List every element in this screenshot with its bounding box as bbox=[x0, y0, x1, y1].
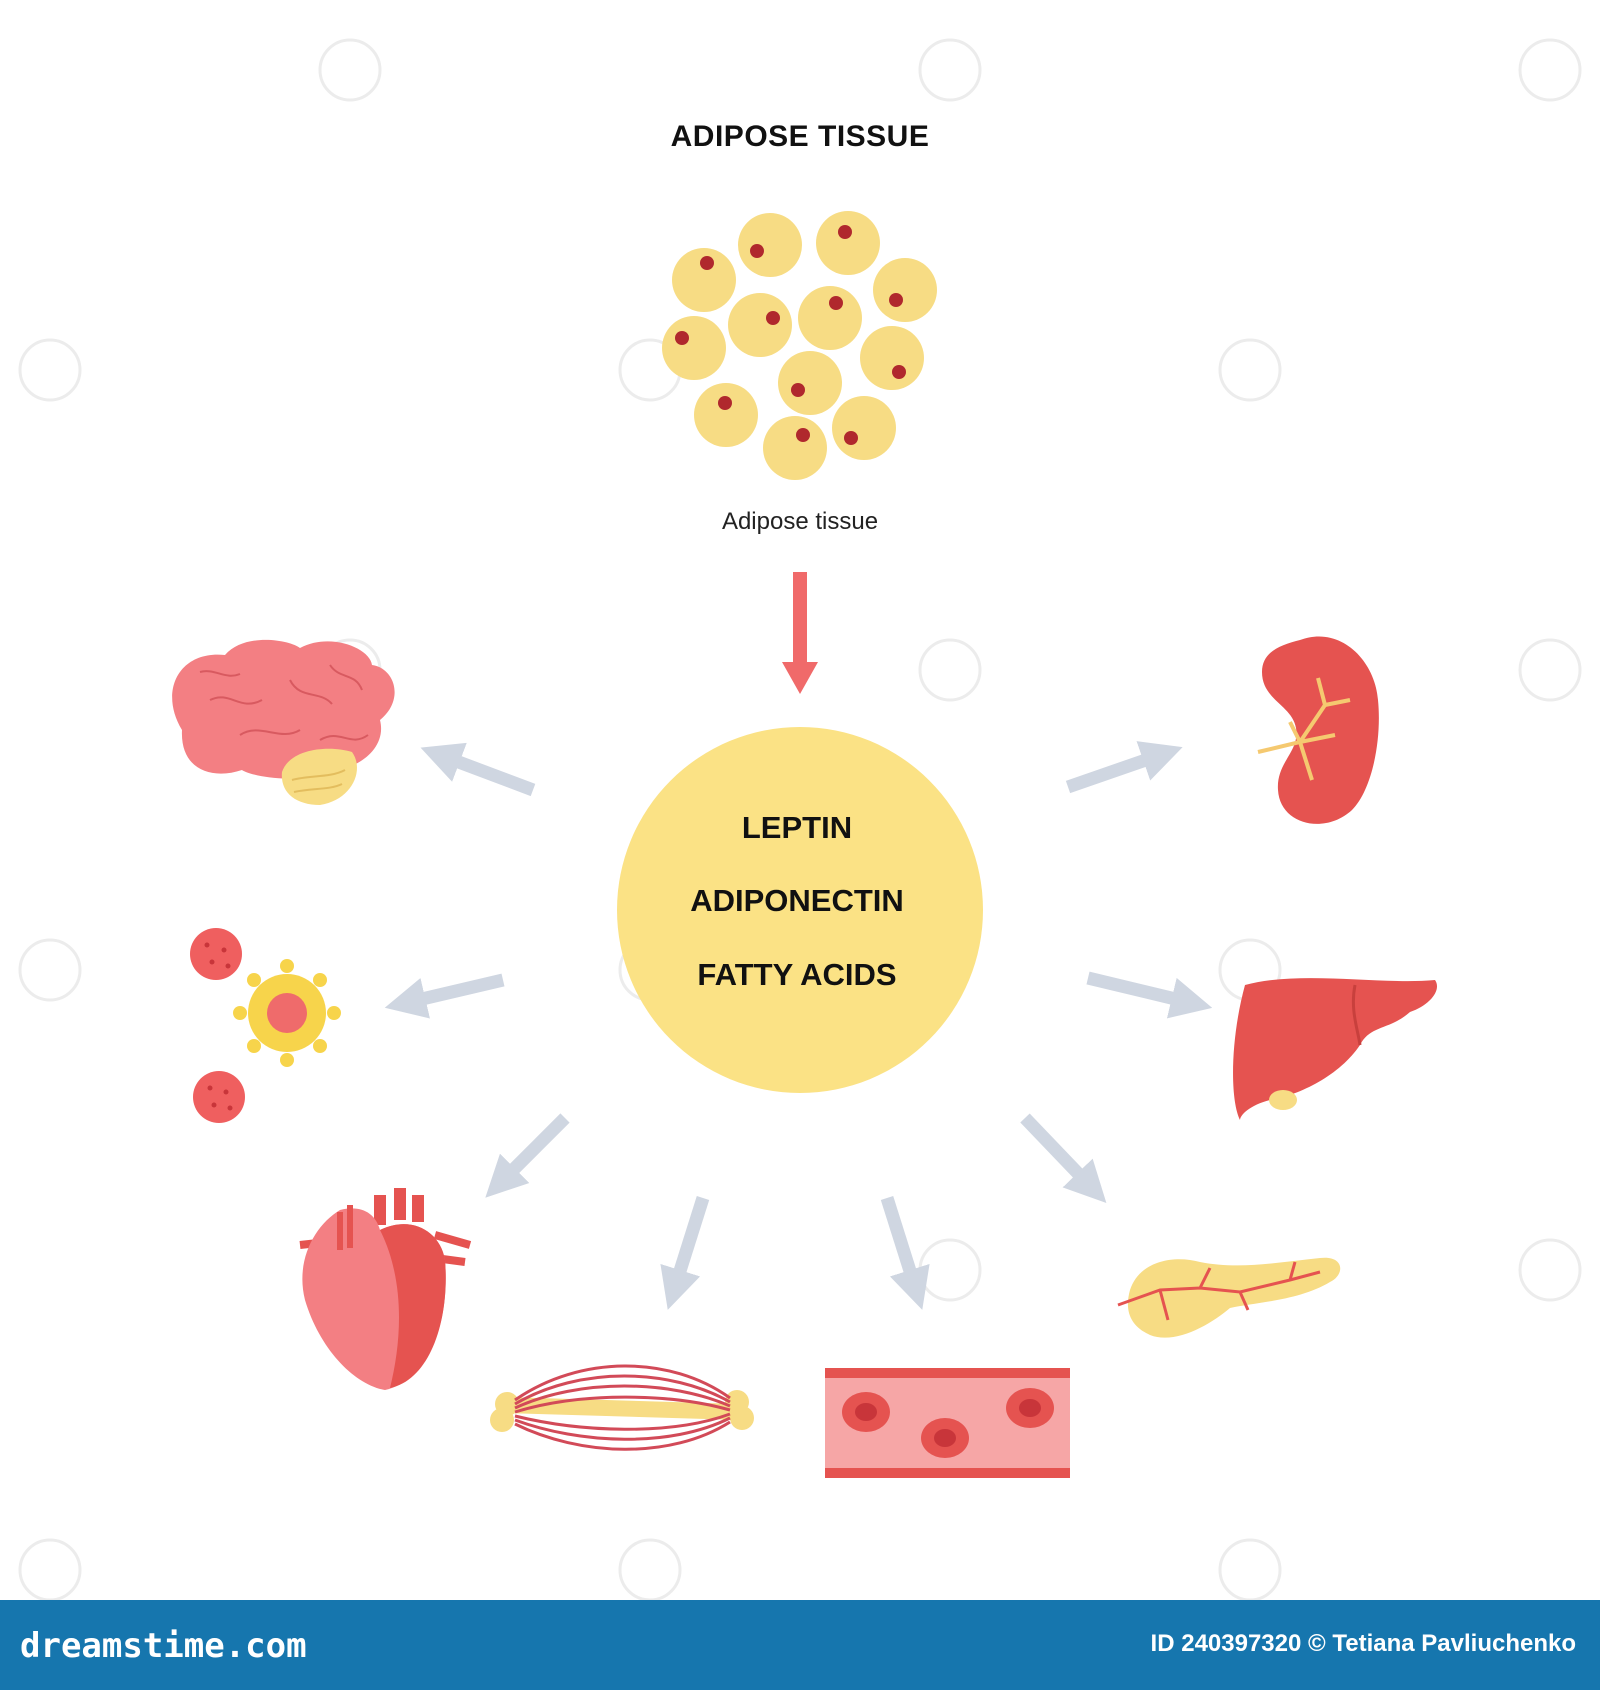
arrow-to-liver-icon bbox=[1086, 971, 1213, 1019]
arrow-to-heart-icon bbox=[485, 1113, 570, 1198]
blood-vessel-icon bbox=[825, 1368, 1070, 1478]
footer-credit: ID 240397320 © Tetiana Pavliuchenko bbox=[1150, 1630, 1576, 1657]
arrow-to-kidney-icon bbox=[1065, 741, 1183, 794]
blood-cells-icon bbox=[190, 928, 341, 1123]
tissue-caption: Adipose tissue bbox=[721, 508, 879, 535]
heart-icon bbox=[299, 1188, 472, 1390]
brain-icon bbox=[172, 639, 395, 805]
hub-item-leptin: LEPTIN bbox=[741, 810, 853, 845]
main-arrow-icon bbox=[782, 572, 818, 694]
page-title: ADIPOSE TISSUE bbox=[670, 120, 930, 153]
muscle-icon bbox=[490, 1364, 754, 1451]
footer-bar: dreamstime.com ID 240397320 © Tetiana Pa… bbox=[0, 1600, 1600, 1690]
kidney-icon bbox=[1257, 636, 1379, 824]
pancreas-icon bbox=[1117, 1257, 1341, 1338]
arrow-to-pancreas-icon bbox=[1020, 1113, 1107, 1204]
arrow-to-muscle-icon bbox=[660, 1196, 710, 1310]
hormone-hub bbox=[617, 727, 983, 1093]
arrow-to-vessel-icon bbox=[880, 1196, 930, 1310]
arrow-to-brain-icon bbox=[420, 742, 536, 797]
organ-arrows bbox=[384, 741, 1213, 1310]
hub-item-adiponectin: ADIPONECTIN bbox=[690, 883, 904, 918]
fat-cells-icon bbox=[662, 211, 937, 480]
arrow-to-blood-cells-icon bbox=[384, 973, 505, 1019]
footer-brand[interactable]: dreamstime.com bbox=[20, 1626, 307, 1666]
liver-icon bbox=[1233, 978, 1438, 1120]
hub-item-fatty-acids: FATTY ACIDS bbox=[697, 957, 897, 992]
